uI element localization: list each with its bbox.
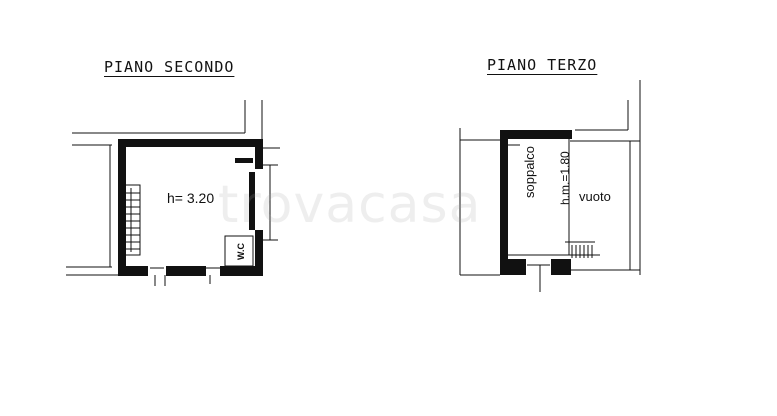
wc-label: W.C bbox=[236, 243, 246, 260]
right-walls bbox=[500, 130, 572, 275]
floor-title-second: PIANO SECONDO bbox=[104, 58, 235, 76]
room-height-label: h= 3.20 bbox=[167, 190, 215, 206]
watermark: trovacasa bbox=[218, 175, 482, 235]
floor-title-third: PIANO TERZO bbox=[487, 56, 598, 74]
mezzanine-label: soppalco bbox=[522, 145, 537, 198]
mezzanine-height-label: h.m.=1.80 bbox=[558, 151, 572, 205]
right-mezzanine bbox=[508, 130, 600, 258]
left-staircase bbox=[121, 184, 254, 269]
void-label: vuoto bbox=[579, 189, 611, 204]
